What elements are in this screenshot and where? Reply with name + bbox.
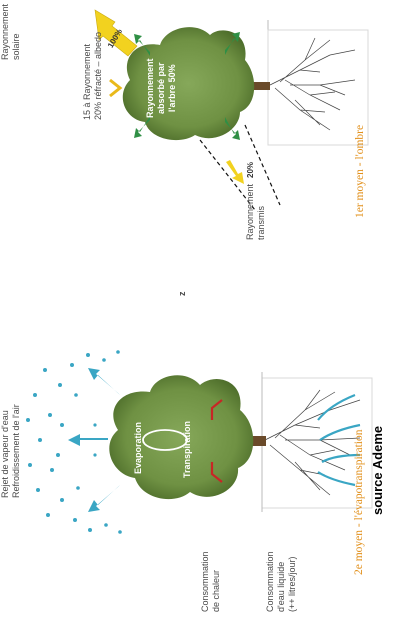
roots-left	[270, 38, 355, 130]
water-label-line3: (++ litres/jour)	[287, 551, 298, 612]
water-label-line2: d'eau liquide	[276, 551, 287, 612]
source-credit: source Ademe	[370, 426, 385, 515]
transmitted-label-line2: transmis	[256, 184, 267, 240]
absorbed-label-line2: absorbé par	[156, 58, 167, 118]
evapo-caption: 2e moyen - l'évapotranspiration	[353, 430, 365, 575]
water-label-line1: Consommation	[265, 551, 276, 612]
transmitted-label: Rayonnement transmis	[245, 184, 267, 240]
roots-right	[265, 390, 360, 495]
soil-box	[268, 30, 368, 145]
incoming-label-line1: Rayonnement	[0, 4, 11, 60]
heat-label-line1: Consommation	[200, 551, 211, 612]
incoming-label-line2: solaire	[11, 4, 22, 60]
vapour-label: Rejet de vapeur d'eau Refroidissement de…	[0, 404, 22, 498]
transmitted-pct: 20%	[246, 162, 255, 178]
reflected-arrow	[110, 80, 120, 96]
reflected-label-line1: 15 à Rayonnement	[82, 32, 93, 120]
reflected-label: 15 à Rayonnement 20% réfracté – albedo	[82, 32, 104, 120]
transpiration-label: Transpiration	[182, 421, 193, 478]
heat-label-line2: de chaleur	[211, 551, 222, 612]
incoming-label: Rayonnement solaire	[0, 4, 22, 60]
shade-caption: 1er moyen - l'ombre	[354, 125, 366, 218]
stray-mark: z	[177, 292, 188, 297]
evapo-panel	[26, 350, 372, 534]
transmitted-label-line1: Rayonnement	[245, 184, 256, 240]
water-label: Consommation d'eau liquide (++ litres/jo…	[265, 551, 298, 612]
evaporation-label: Evaporation	[133, 422, 144, 474]
heat-label: Consommation de chaleur	[200, 551, 222, 612]
vapour-label-line2: Refroidissement de l'air	[11, 404, 22, 498]
reflected-label-line2: 20% réfracté – albedo	[93, 32, 104, 120]
transmitted-arrow	[226, 160, 244, 184]
shade-panel	[95, 10, 368, 210]
absorbed-label-line1: Rayonnement	[145, 58, 156, 118]
vapour-label-line1: Rejet de vapeur d'eau	[0, 404, 11, 498]
absorbed-label: Rayonnement absorbé par l'arbre 50%	[145, 58, 178, 118]
absorbed-label-line3: l'arbre 50%	[167, 58, 178, 118]
